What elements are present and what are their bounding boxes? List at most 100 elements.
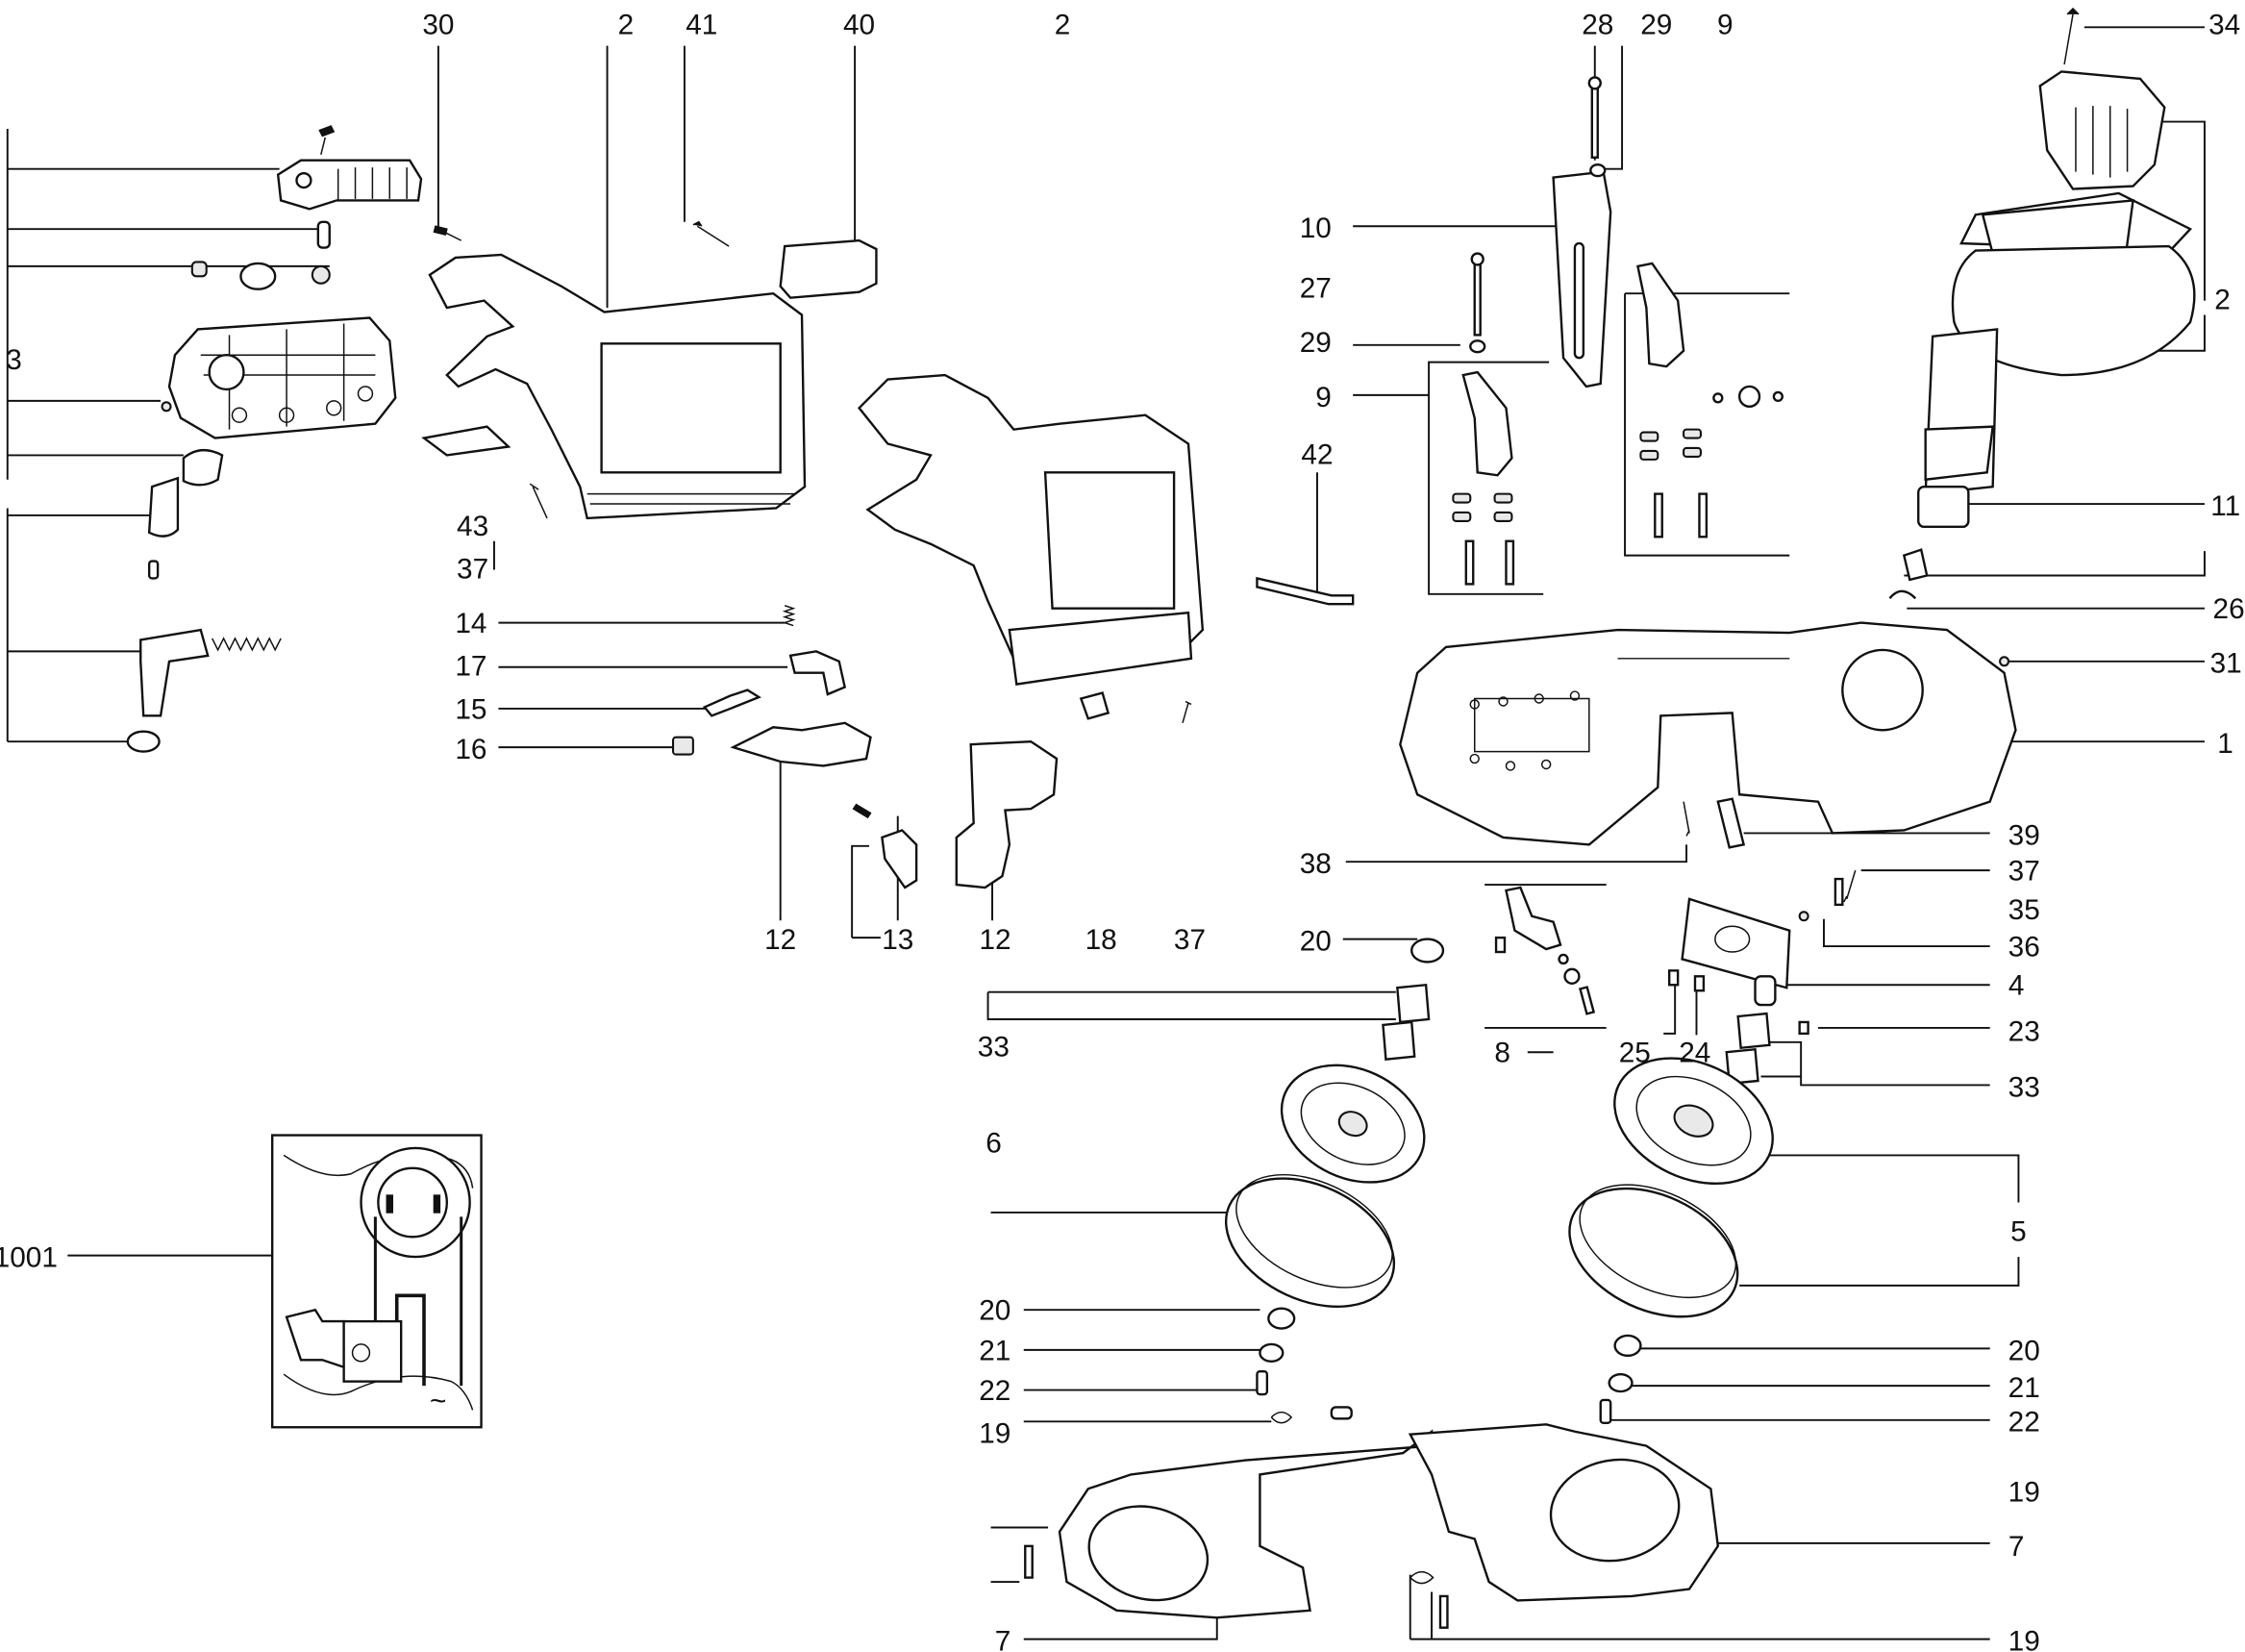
callout-label-33b: 33 (2008, 1071, 2040, 1103)
part-screw-22a (1256, 1370, 1269, 1396)
callout-label-8: 8 (1494, 1038, 1510, 1069)
callout-label-6: 6 (985, 1127, 1002, 1159)
part-grip-window (1043, 471, 1176, 610)
callout-label-22b: 22 (2008, 1407, 2040, 1439)
part-guide-right (1636, 262, 1685, 368)
leader-11 (1904, 503, 2206, 577)
callout-label-20a: 20 (1300, 926, 1332, 958)
part-tire-6 (1224, 1177, 1396, 1309)
part-spring-13 (852, 803, 872, 819)
callout-label-29b: 29 (1300, 327, 1332, 359)
callout-label-37b: 37 (2008, 856, 2040, 888)
callout-label-2b: 2 (1055, 10, 1071, 41)
part-pusher-15 (702, 688, 761, 717)
callout-label-17: 17 (455, 651, 486, 683)
callout-label-20c: 20 (2008, 1335, 2040, 1366)
part-circlip-19a (1270, 1411, 1293, 1424)
part-pinion (1902, 548, 1929, 582)
part-screw-38 (1683, 801, 1690, 837)
part-guide-left (1461, 370, 1513, 477)
part-screw-25 (1668, 969, 1680, 987)
leader-7a (1023, 1614, 1218, 1640)
part-switch-12b (955, 739, 1059, 889)
part-hex-key (1256, 576, 1355, 606)
callout-label-12a: 12 (764, 924, 796, 956)
callout-label-20b: 20 (979, 1295, 1010, 1327)
part-motor-cap (2038, 70, 2166, 190)
callout-label-9b: 9 (1315, 382, 1332, 413)
leader-13 (851, 844, 881, 939)
leader-lines (6, 26, 2206, 1640)
callout-label-33a: 33 (978, 1032, 1010, 1064)
callout-label-21b: 21 (2008, 1372, 2040, 1404)
part-screw-23 (1798, 1020, 1809, 1036)
leader-9b (1353, 361, 1550, 595)
part-nut-31 (1999, 656, 2010, 667)
part-bushing-33a (1396, 983, 1431, 1024)
part-washer-21a (1259, 1342, 1285, 1363)
part-bolt-27 (1473, 262, 1482, 337)
part-bearing (1737, 385, 1761, 408)
part-bushing (147, 476, 180, 538)
callout-label-19a: 19 (979, 1418, 1010, 1450)
part-switch-base-12 (730, 721, 872, 767)
leader-36 (1823, 918, 1990, 948)
part-bearing-20a (1410, 938, 1445, 964)
part-clip-18 (1079, 691, 1110, 720)
callout-label-4: 4 (2008, 970, 2025, 1002)
part-housing-window (600, 342, 782, 474)
callout-label-22a: 22 (979, 1375, 1010, 1407)
leader-33a (986, 990, 1396, 1020)
part-washer (126, 730, 161, 753)
part-lever-cap (276, 159, 423, 211)
part-label-sticker (421, 425, 511, 457)
part-circlip-19c (1409, 1570, 1434, 1585)
leader-3-branches (7, 167, 330, 743)
part-lever-hole (295, 171, 312, 189)
callout-label-31: 31 (2210, 648, 2242, 680)
part-sleeve (182, 449, 224, 487)
callout-label-19c: 19 (2008, 1626, 2040, 1652)
leader-8-bracket (1484, 884, 1607, 1029)
part-screw-30 (433, 225, 462, 241)
callout-label-42: 42 (1301, 438, 1333, 470)
callout-label-39: 39 (2008, 819, 2040, 851)
callout-label-28: 28 (1582, 10, 1613, 41)
part-motor-housing-2 (1951, 244, 2196, 377)
part-screw-22b (1599, 1398, 1612, 1424)
part-washer-29a (1589, 163, 1607, 178)
part-screw-34 (2063, 7, 2080, 65)
part-spring (211, 637, 282, 652)
callout-label-23: 23 (2008, 1015, 2040, 1047)
part-screw-35 (1833, 877, 1844, 907)
callout-label-40: 40 (843, 10, 875, 41)
part-block-39 (1716, 797, 1746, 849)
part-cap-16 (671, 736, 694, 756)
callout-label-15: 15 (455, 693, 486, 725)
part-nut (311, 264, 331, 285)
callout-label-1: 1 (2217, 728, 2233, 760)
part-battery-rail (1008, 611, 1193, 686)
callout-label-1001: 1001 (0, 1242, 58, 1274)
leader-33b (1760, 1040, 1990, 1087)
part-slider-17 (788, 650, 847, 696)
callout-label-13: 13 (882, 924, 913, 956)
part-main-frame (1399, 621, 2017, 846)
part-screw-top (318, 125, 336, 155)
callout-label-26: 26 (2213, 593, 2245, 625)
callout-label-14: 14 (455, 608, 486, 639)
part-ring (239, 262, 277, 290)
callout-label-34: 34 (2208, 10, 2240, 41)
callout-label-36: 36 (2008, 931, 2040, 963)
callout-label-30: 30 (422, 10, 454, 41)
part-bearing-8 (1563, 967, 1581, 985)
callout-label-7b: 7 (2008, 1531, 2025, 1563)
callout-label-9a: 9 (1717, 10, 1734, 41)
wiring-ac-symbol: ~ (430, 1385, 446, 1416)
part-washer-36 (1798, 911, 1809, 922)
leader-5 (1734, 1154, 2020, 1287)
part-guide-screw (1464, 539, 1475, 586)
callout-label-37a: 37 (457, 553, 488, 585)
